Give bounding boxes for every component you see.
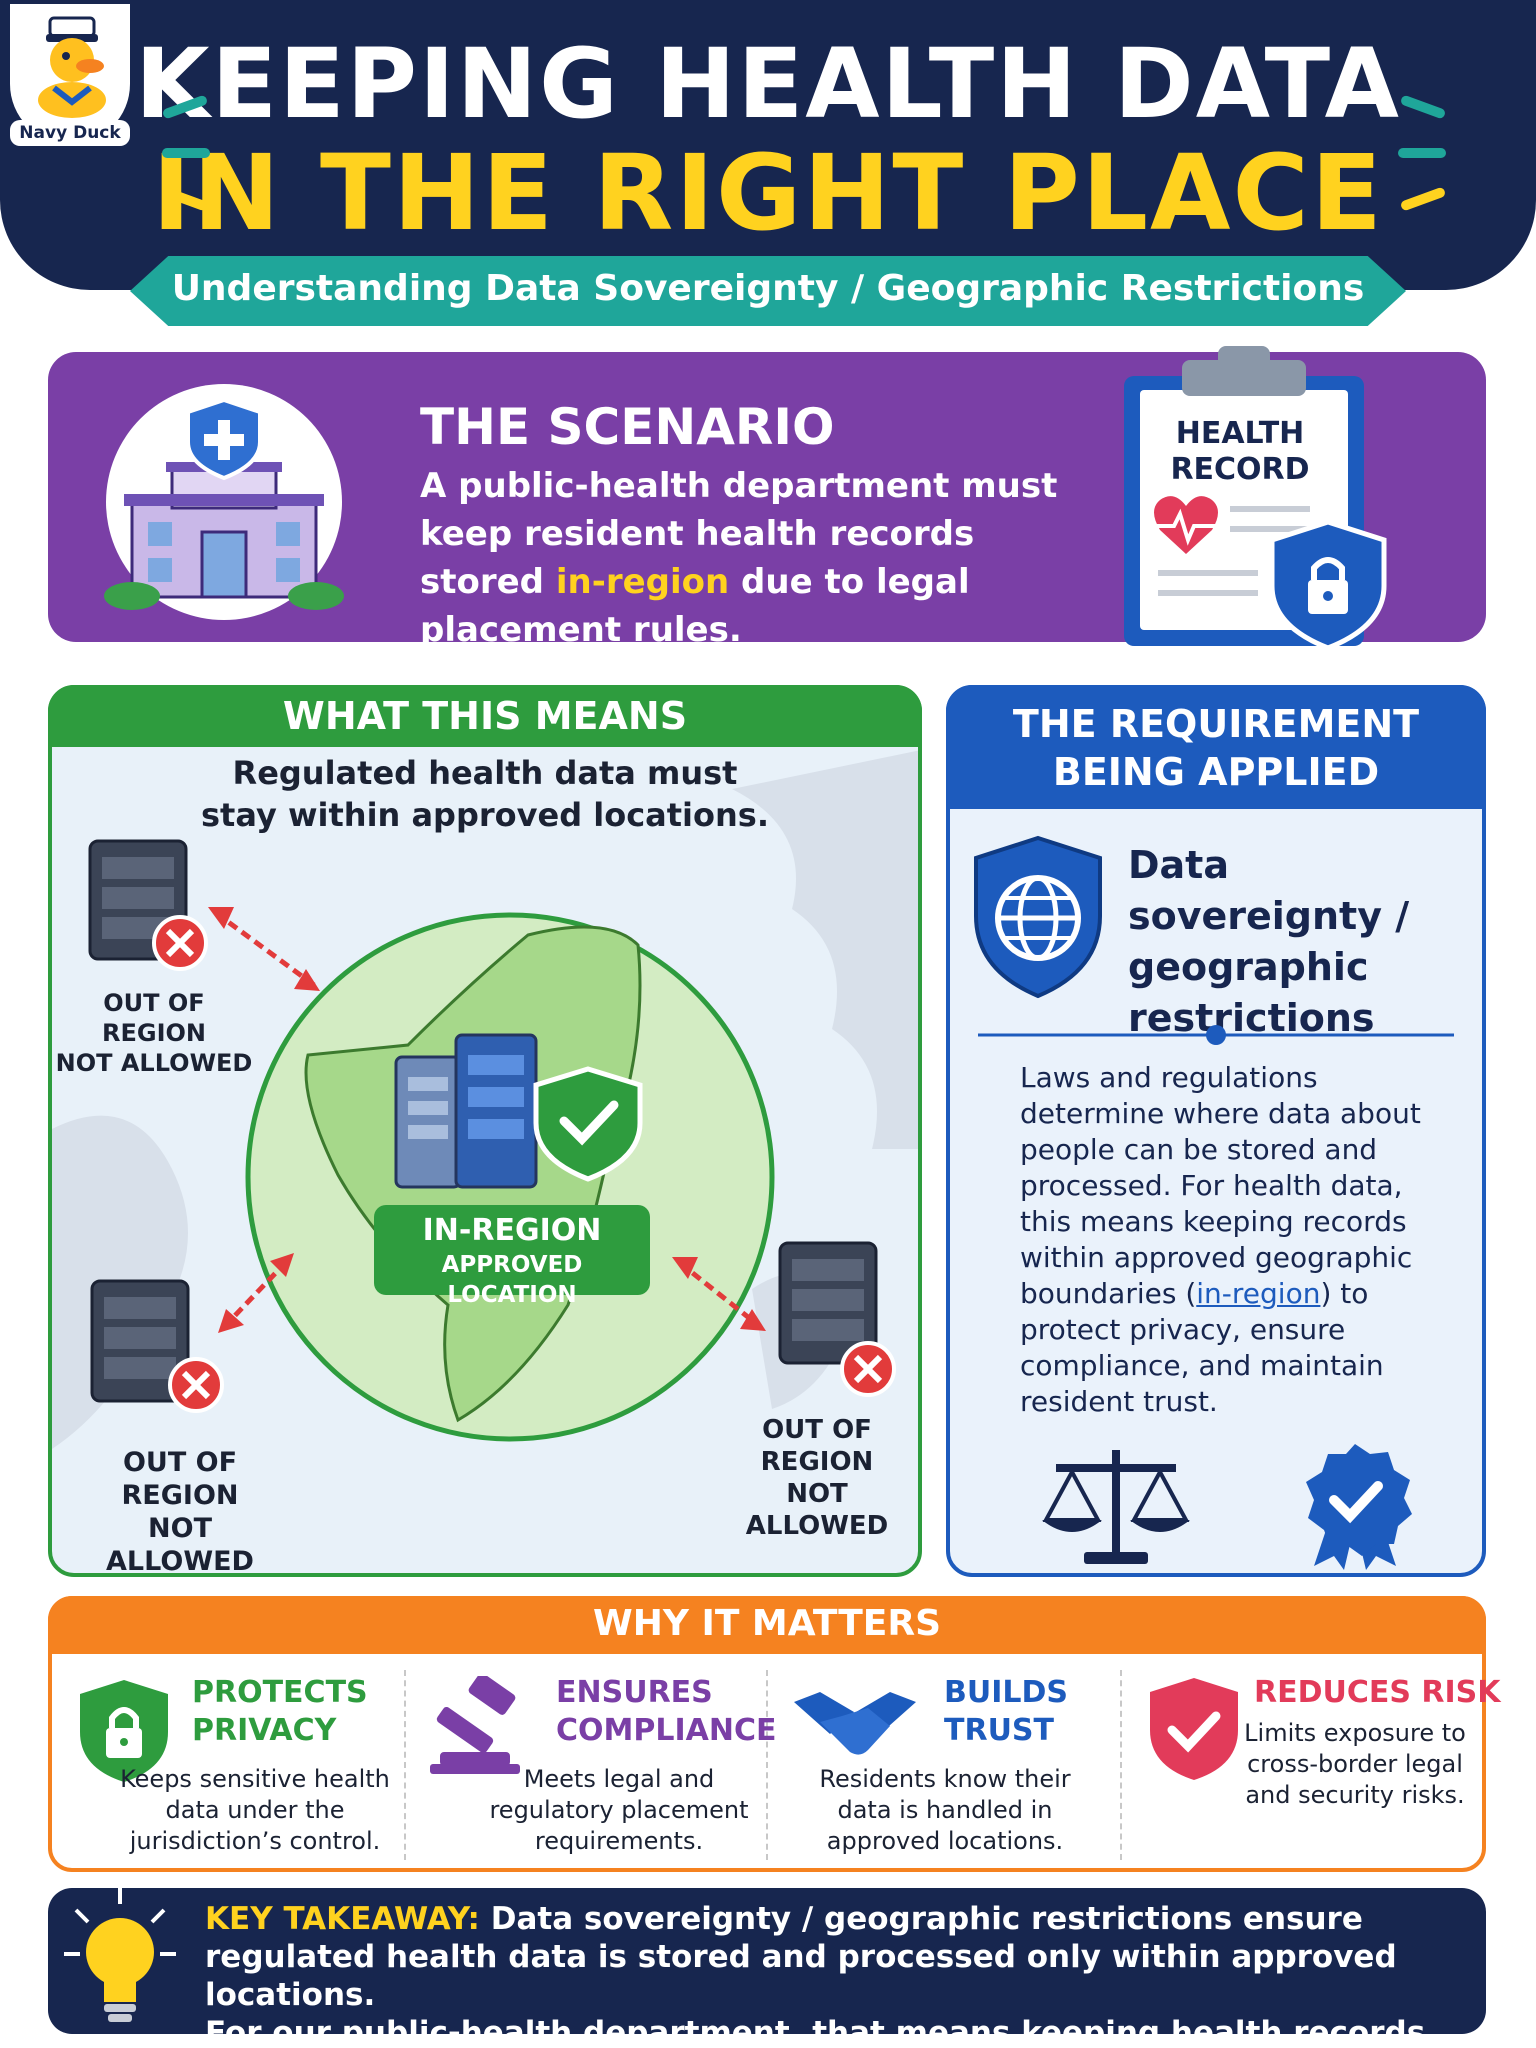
out-of-region-line: OUT OF REGION	[760, 1415, 874, 1477]
column-separator	[404, 1670, 406, 1860]
requirement-name-line: Data sovereignty /	[1128, 843, 1410, 938]
left-sparkle-icon	[162, 95, 210, 211]
in-region-link: in-region	[1196, 1277, 1321, 1310]
subtitle-line: Regulated health data must	[232, 754, 738, 792]
header-background	[0, 0, 1536, 290]
requirement-header	[946, 685, 1486, 809]
health-record-label-line: HEALTH	[1175, 416, 1305, 451]
what-this-means-title: WHAT THIS MEANS	[282, 694, 688, 738]
requirement-body-text: ) to protect privacy, ensure compliance,…	[1020, 1277, 1384, 1418]
lock-shield-icon	[80, 1680, 168, 1782]
globe-shield-icon	[974, 835, 1102, 999]
requirement-name-line: restrictions	[1128, 996, 1375, 1040]
header	[0, 0, 1536, 330]
why-item-4-title: REDUCES RISK	[1254, 1675, 1501, 1710]
page-title-line-1: KEEPING HEALTH DATA	[135, 28, 1401, 140]
requirement-body-text: Laws and regulations determine where dat…	[1020, 1061, 1421, 1310]
health-record-label: HEALTH RECORD	[1140, 416, 1340, 488]
why-item-2-desc: Meets legal and regulatory placement req…	[489, 1765, 749, 1855]
key-takeaway-panel	[48, 1888, 1486, 2034]
scenario-title: THE SCENARIO	[420, 398, 835, 456]
requirement-body: Laws and regulations determine where dat…	[1020, 1060, 1450, 1420]
why-item-1-desc: Keeps sensitive health data under the ju…	[120, 1765, 390, 1855]
verified-badge-icon	[1306, 1444, 1412, 1570]
divider	[978, 1025, 1454, 1045]
why-title-line: ENSURES	[556, 1675, 713, 1710]
region-map-diagram	[88, 839, 896, 1442]
why-title-line: BUILDS	[944, 1675, 1069, 1710]
why-it-matters-header	[48, 1596, 1486, 1654]
handshake-icon	[794, 1692, 916, 1755]
scenario-highlight: in-region	[555, 562, 730, 602]
scenario-text: A public-health department must keep res…	[420, 462, 1100, 654]
gavel-icon	[430, 1676, 520, 1774]
scenario-text-part: A public-health department must keep res…	[420, 466, 1058, 602]
requirement-title-line: THE REQUIREMENT	[1012, 702, 1420, 746]
page-title-line-2: IN THE RIGHT PLACE	[152, 132, 1384, 254]
why-title-line: COMPLIANCE	[556, 1713, 777, 1748]
subtitle-ribbon	[130, 256, 1406, 326]
out-of-region-line: OUT OF REGION	[121, 1447, 239, 1511]
duck-logo-icon	[38, 16, 106, 118]
scenario-text-part: due to legal placement rules.	[420, 562, 970, 650]
check-shield-icon	[1150, 1678, 1238, 1780]
why-title-line: TRUST	[944, 1713, 1054, 1748]
requirement-title: THE REQUIREMENT BEING APPLIED	[946, 700, 1486, 796]
column-separator	[1120, 1670, 1122, 1860]
out-of-region-label-bottom-left: OUT OF REGION NOT ALLOWED	[70, 1446, 290, 1578]
requirement-name: Data sovereignty / geographic restrictio…	[1128, 840, 1468, 1044]
why-item-4-desc: Limits exposure to cross-border legal an…	[1244, 1719, 1466, 1809]
requirement-panel	[946, 685, 1486, 1577]
out-of-region-label-right: OUT OF REGION NOT ALLOWED	[712, 1414, 922, 1542]
why-item-3-desc: Residents know their data is handled in …	[819, 1765, 1071, 1855]
why-item-3-title: BUILDS TRUST	[944, 1674, 1068, 1750]
why-item-1-title: PROTECTS PRIVACY	[192, 1674, 368, 1750]
key-takeaway-label: KEY TAKEAWAY:	[205, 1901, 480, 1937]
requirement-title-line: BEING APPLIED	[1052, 750, 1380, 794]
requirement-name-line: geographic	[1128, 945, 1369, 989]
column-separator	[766, 1670, 768, 1860]
key-takeaway-sentence: Data sovereignty / geographic restrictio…	[205, 1901, 1397, 2013]
in-region-label: IN-REGION APPROVED LOCATION	[374, 1212, 650, 1310]
hospital-building-icon	[104, 384, 344, 620]
why-it-matters-title: WHY IT MATTERS	[593, 1603, 941, 1644]
health-record-clipboard-icon	[1124, 346, 1387, 651]
out-of-region-line: NOT ALLOWED	[106, 1513, 254, 1577]
out-of-region-label-top-left: OUT OF REGION NOT ALLOWED	[54, 988, 254, 1078]
subtitle: Understanding Data Sovereignty / Geograp…	[171, 268, 1365, 309]
subtitle-line: stay within approved locations.	[201, 796, 769, 834]
why-title-line: PROTECTS	[192, 1675, 368, 1710]
out-of-region-line: OUT OF REGION	[102, 989, 206, 1047]
key-takeaway-text: KEY TAKEAWAY: Data sovereignty / geograp…	[205, 1900, 1465, 2048]
right-sparkle-icon	[1398, 95, 1446, 211]
why-title-line: PRIVACY	[192, 1713, 337, 1748]
what-this-means-subtitle: Regulated health data must stay within a…	[48, 752, 922, 836]
why-item-2-title: ENSURES COMPLIANCE	[556, 1674, 776, 1750]
lightbulb-icon	[64, 1888, 176, 2022]
scales-of-justice-icon	[1042, 1450, 1190, 1564]
out-of-region-line: NOT ALLOWED	[745, 1479, 889, 1541]
in-region-label-subtitle: APPROVED LOCATION	[441, 1252, 583, 1308]
what-this-means-header	[48, 685, 922, 747]
out-of-region-line: NOT ALLOWED	[55, 1049, 253, 1077]
health-record-label-line: RECORD	[1170, 452, 1310, 487]
logo-label: Navy Duck	[10, 120, 130, 146]
in-region-label-title: IN-REGION	[422, 1213, 602, 1248]
key-takeaway-sentence: For our public-health department, that m…	[205, 2015, 1426, 2048]
